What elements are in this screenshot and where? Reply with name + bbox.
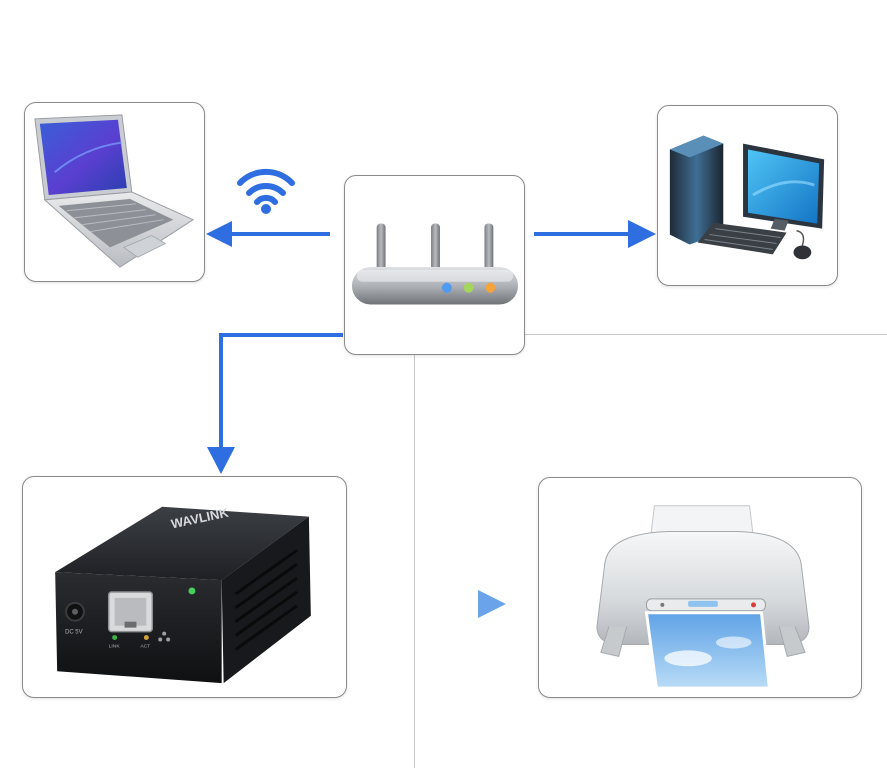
svg-text:DC 5V: DC 5V xyxy=(65,630,83,636)
wifi-icon xyxy=(237,168,295,214)
printed-photo xyxy=(644,611,772,690)
connector-router-to-print-server xyxy=(207,333,343,474)
router-icon xyxy=(351,223,519,305)
arrow-left-icon xyxy=(206,221,232,247)
printer-node xyxy=(538,477,862,698)
status-led xyxy=(188,587,196,595)
desktop-computer-icon xyxy=(669,135,825,260)
svg-text:LINK: LINK xyxy=(109,643,121,649)
svg-text:ACT: ACT xyxy=(140,643,150,649)
arrow-down-icon xyxy=(207,447,235,474)
laptop-icon xyxy=(34,114,195,268)
router-node xyxy=(344,175,525,355)
arrow-right-icon xyxy=(478,590,506,618)
desktop-node xyxy=(657,105,838,286)
act-led xyxy=(143,635,149,641)
print-server-node: WAVLINK DC 5V LINK ACT xyxy=(22,476,347,698)
print-server-icon: WAVLINK DC 5V LINK ACT xyxy=(55,505,311,684)
connector-router-to-desktop xyxy=(534,220,656,248)
network-icon xyxy=(158,631,171,642)
printer-icon xyxy=(596,505,810,690)
control-panel xyxy=(688,600,718,607)
arrow-right-icon xyxy=(628,220,656,248)
laptop-node xyxy=(24,102,205,282)
connector-print-server-to-printer xyxy=(380,590,506,618)
led-green xyxy=(463,282,474,293)
connector-router-to-laptop xyxy=(206,221,330,247)
led-blue xyxy=(441,282,452,293)
led-orange xyxy=(485,282,496,293)
link-led xyxy=(112,635,118,641)
